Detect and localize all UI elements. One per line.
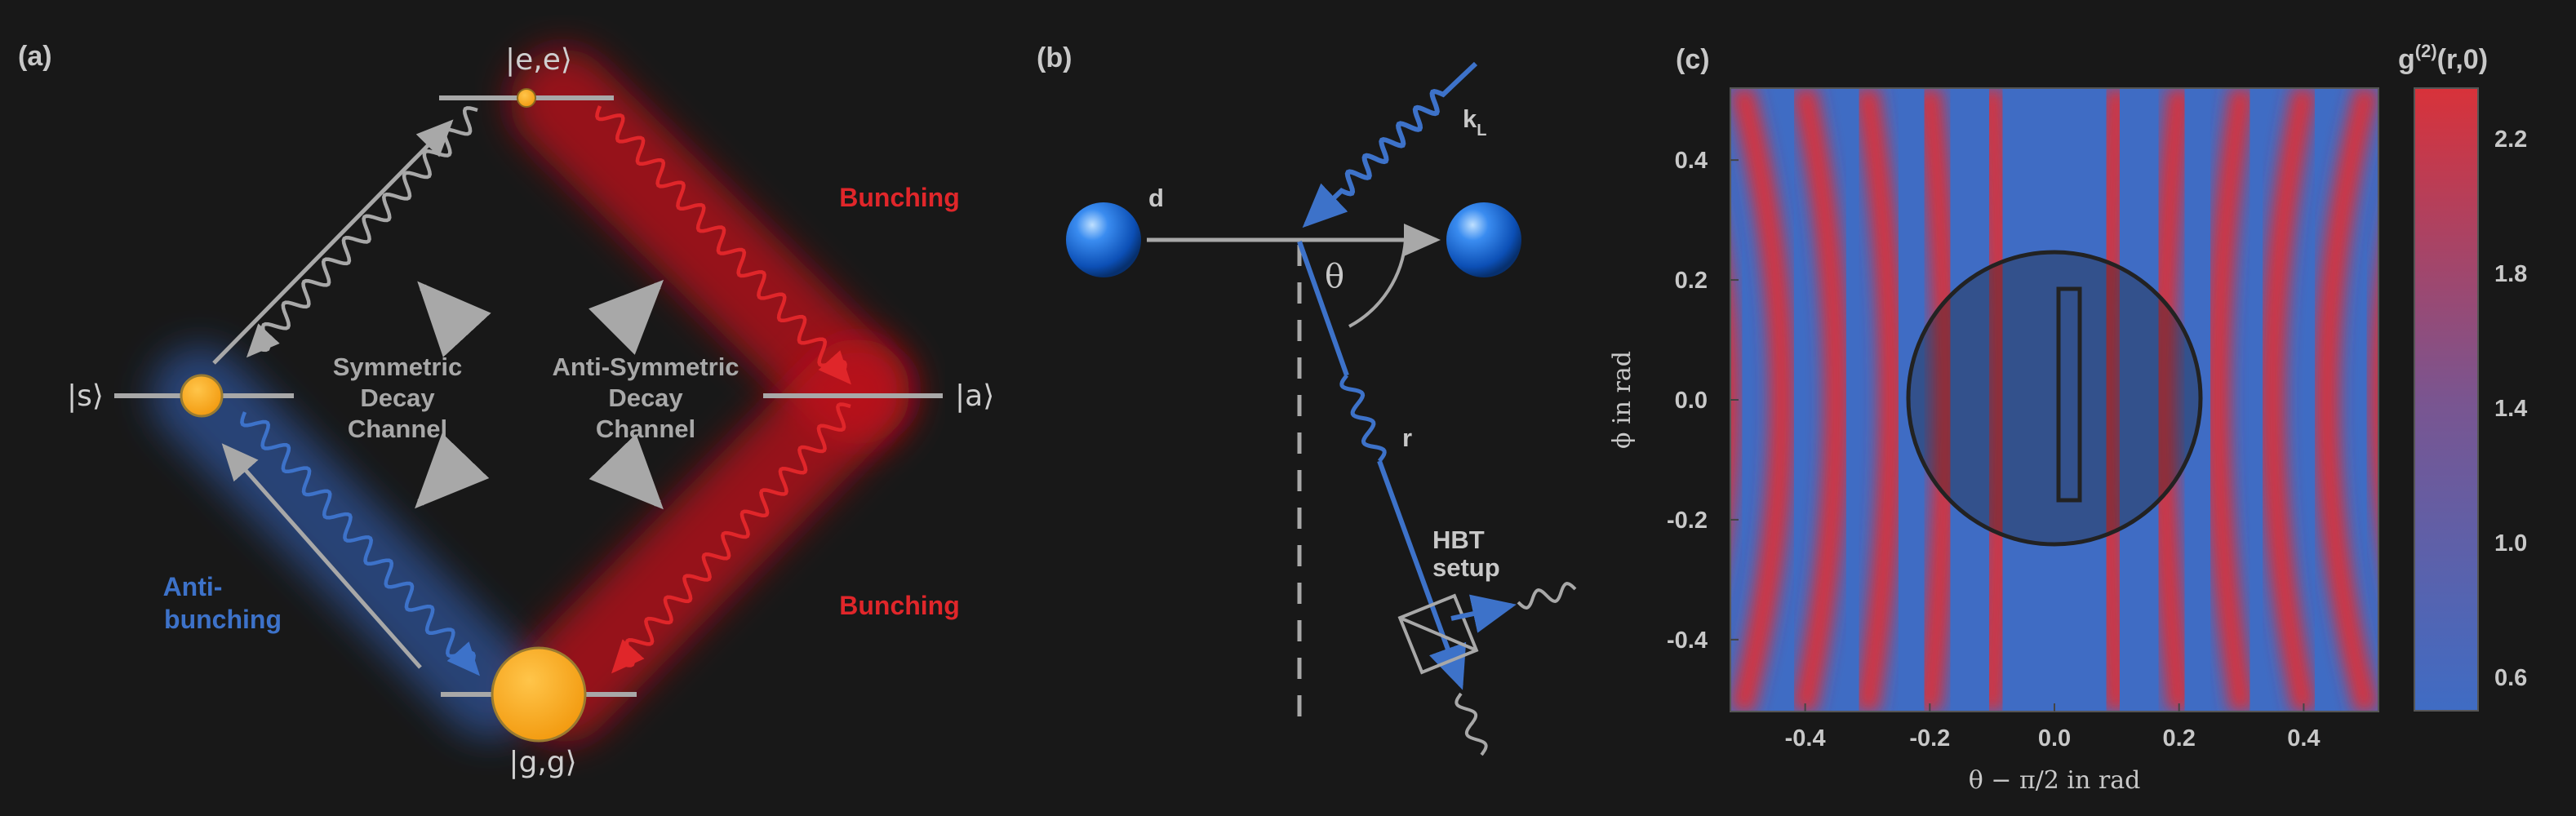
wavy-ee-to-s	[246, 106, 478, 358]
hbt-side-arrow	[1450, 594, 1517, 633]
r-label: r	[1402, 424, 1412, 452]
small-arrow-4	[588, 433, 664, 510]
wavy-ee-to-a	[595, 105, 852, 385]
panel-a: (a) |e,e⟩ |s⟩ |a⟩ |g,g⟩ Symmetri	[18, 41, 994, 779]
hbt-line-1: HBT	[1432, 526, 1485, 554]
fringe	[1730, 88, 1795, 712]
antisymmetric-line-1: Anti-Symmetric	[552, 353, 739, 381]
colorbar-tick-label: 1.4	[2494, 396, 2527, 422]
y-tick-label: -0.2	[1667, 508, 1708, 534]
colorbar-tick-label: 1.8	[2494, 261, 2527, 287]
overlay-rectangle	[2056, 286, 2082, 503]
panel-b-label: (b)	[1037, 42, 1072, 73]
bunching-bottom-label: Bunching	[839, 591, 960, 620]
dipole-d-label: d	[1148, 184, 1164, 212]
atom-right	[1446, 202, 1521, 277]
x-tick-label: -0.2	[1909, 725, 1950, 752]
fringe	[1916, 88, 1958, 712]
ket-gg: |g,g⟩	[509, 746, 576, 779]
panel-c-label: (c)	[1676, 44, 1710, 75]
y-ticks: 0.4 0.2 0.0 -0.2 -0.4	[1667, 148, 1739, 654]
small-arrow-1	[417, 281, 491, 357]
scatter-line-b	[1377, 459, 1467, 690]
antibunching-line-2: bunching	[164, 605, 282, 634]
y-tick-label: 0.0	[1675, 388, 1708, 414]
small-arrow-3	[415, 432, 490, 509]
y-tick-label: 0.4	[1675, 148, 1708, 174]
x-tick-label: 0.2	[2163, 725, 2196, 752]
y-tick-label: -0.4	[1667, 628, 1708, 654]
fringe	[1854, 88, 1903, 712]
symmetric-line-1: Symmetric	[333, 353, 463, 381]
ket-s: |s⟩	[67, 379, 104, 413]
arrow-gg-to-s	[221, 443, 422, 669]
scatter-line-a	[1297, 240, 1349, 377]
orb-ee	[517, 88, 536, 108]
colorbar-ticks: 0.6 1.0 1.4 1.8 2.2	[2494, 126, 2527, 691]
fringe	[1792, 88, 1849, 712]
symmetric-line-2: Decay	[360, 384, 435, 412]
antisymmetric-line-3: Channel	[596, 415, 695, 443]
detector-wave-2	[1455, 692, 1488, 756]
symmetric-line-3: Channel	[348, 415, 447, 443]
detector-wave-1	[1517, 582, 1577, 610]
red-glow-upper	[510, 49, 910, 445]
fringe	[2260, 88, 2317, 712]
small-arrow-2	[588, 279, 664, 355]
kL-label: kL	[1463, 104, 1486, 140]
x-tick-label: 0.4	[2287, 725, 2320, 752]
colorbar-title: g(2)(r,0)	[2398, 41, 2488, 75]
heatmap-fringes	[1730, 88, 2378, 712]
antisymmetric-line-2: Decay	[608, 384, 683, 412]
scatter-wave	[1339, 374, 1387, 463]
ket-a: |a⟩	[955, 379, 994, 413]
overlay-circle	[1906, 250, 2203, 547]
y-axis-label: ϕ in rad	[1608, 351, 1637, 449]
panel-b: (b) θ d kL r HBT setup	[1037, 42, 1577, 756]
antibunching-line-1: Anti-	[163, 572, 223, 601]
atom-left	[1066, 202, 1141, 277]
fringe	[2096, 88, 2130, 712]
colorbar-tick-label: 0.6	[2494, 665, 2527, 691]
x-tick-label: 0.0	[2038, 725, 2071, 752]
wavy-s-to-gg	[240, 411, 480, 676]
arrow-s-to-ee	[212, 119, 454, 365]
colorbar-tick-label: 2.2	[2494, 126, 2527, 153]
fringe	[2314, 88, 2378, 712]
x-axis-label: θ − π/2 in rad	[1969, 766, 2141, 795]
fringe	[2205, 88, 2255, 712]
orb-s	[180, 374, 224, 418]
theta-arc	[1348, 239, 1407, 328]
panel-a-label: (a)	[18, 41, 52, 72]
beam-splitter	[1397, 593, 1479, 675]
bunching-top-label: Bunching	[839, 183, 960, 212]
colorbar-tick-label: 1.0	[2494, 530, 2527, 557]
x-tick-label: -0.4	[1785, 725, 1826, 752]
y-tick-label: 0.2	[1675, 268, 1708, 294]
hbt-line-2: setup	[1432, 553, 1500, 582]
laser-wave	[1302, 61, 1478, 228]
x-ticks: -0.4 -0.2 0.0 0.2 0.4	[1785, 703, 2321, 752]
fringe	[1979, 88, 2013, 712]
theta-label: θ	[1325, 258, 1344, 295]
ket-ee: |e,e⟩	[505, 43, 572, 77]
colorbar	[2414, 87, 2479, 712]
orb-gg	[491, 646, 587, 743]
wavy-a-to-gg	[611, 402, 851, 674]
fringe	[2151, 88, 2192, 712]
